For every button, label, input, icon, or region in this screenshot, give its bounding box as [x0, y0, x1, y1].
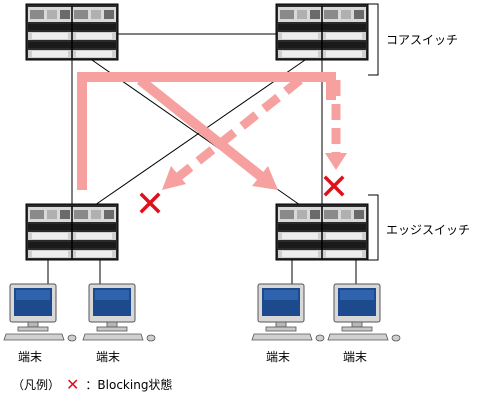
forwarding-path-arrow — [77, 72, 336, 190]
blocking-marks — [139, 175, 345, 214]
desktop-computer-icon — [251, 283, 325, 342]
edge-bracket — [368, 194, 379, 261]
forwarding-diagonal-arrow — [136, 76, 267, 182]
forwarding-diagonal-arrowhead — [252, 166, 278, 190]
core-switch-left — [25, 3, 119, 61]
legend-prefix: （凡例） — [12, 378, 61, 392]
blocked-vertical-arrowhead — [325, 153, 347, 170]
terminal-label: 端末 — [343, 350, 368, 364]
core-switch-label: コアスイッチ — [386, 33, 459, 47]
traffic-arrows — [77, 72, 347, 190]
core-bracket — [368, 3, 379, 76]
terminal-label: 端末 — [96, 350, 121, 364]
group-brackets — [368, 3, 379, 261]
edge-switch-label: エッジスイッチ — [386, 223, 471, 237]
terminal-label: 端末 — [266, 350, 291, 364]
terminal-label: 端末 — [18, 350, 43, 364]
desktop-computer-icon — [3, 283, 77, 342]
desktop-computer-icon — [327, 283, 401, 342]
cross-mark-icon — [139, 192, 161, 214]
cross-mark-icon — [323, 175, 345, 197]
blocked-diagonal-arrowhead — [162, 166, 186, 190]
core-switch-right — [275, 3, 369, 61]
desktop-computer-icon — [82, 283, 156, 342]
edge-switch-left — [25, 203, 119, 261]
legend: （凡例） ✕ ：Blocking状態 — [12, 376, 172, 393]
edge-switch-right — [275, 203, 369, 261]
cross-mark-icon: ✕ — [66, 374, 80, 394]
legend-text: ：Blocking状態 — [85, 378, 173, 392]
